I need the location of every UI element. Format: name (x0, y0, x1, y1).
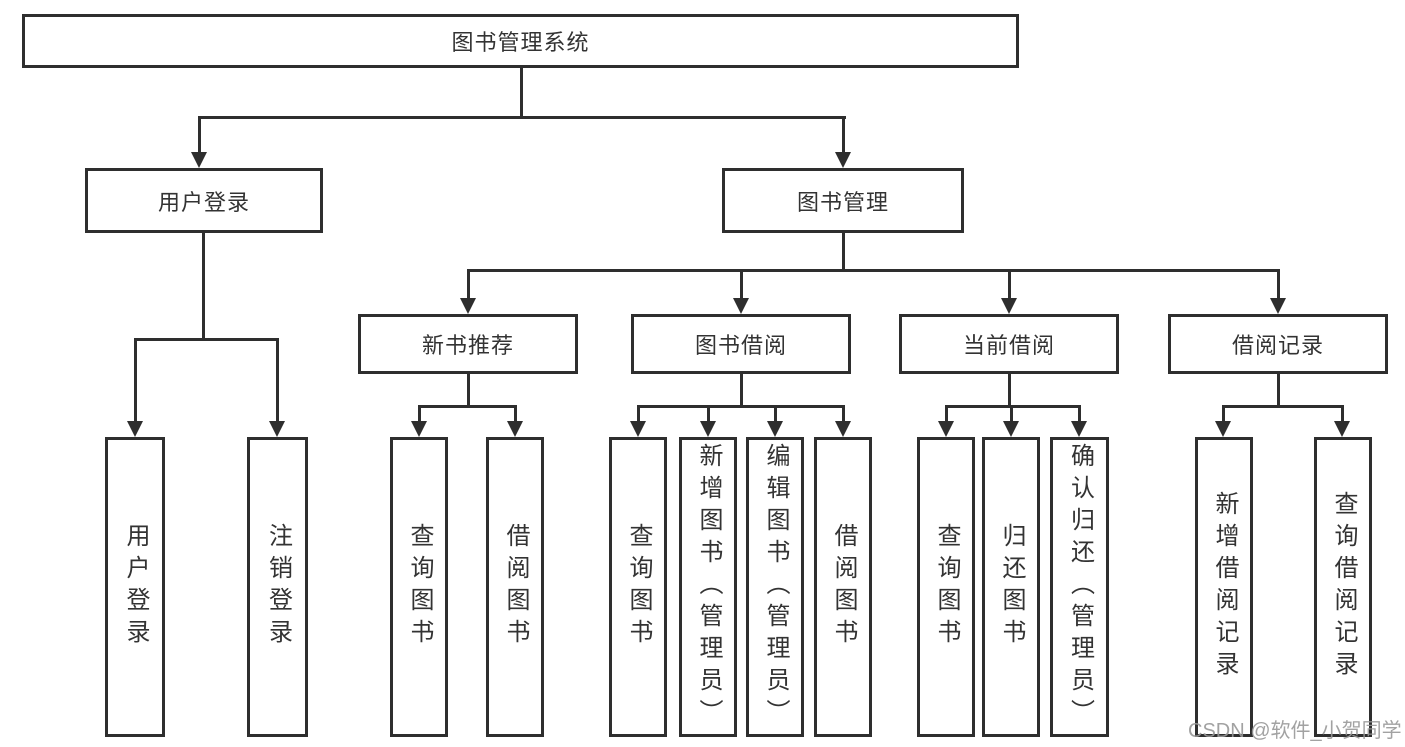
leaf-borrow-add-books-admin-label: 新增图书（管理员） (695, 443, 722, 731)
leaf-records-query-record-label: 查询借阅记录 (1330, 491, 1357, 683)
arrow-down-icon (1215, 421, 1231, 437)
connector-leaf-drop (842, 405, 845, 423)
leaf-records-add-record-label: 新增借阅记录 (1211, 491, 1238, 683)
arrow-down-icon (191, 152, 207, 168)
leaf-borrow-add-books-admin: 新增图书（管理员） (679, 437, 737, 737)
connector-root-stem (520, 68, 523, 116)
connector-leaf-drop (945, 405, 948, 423)
arrow-down-icon (700, 421, 716, 437)
leaf-borrow-query-books: 查询图书 (609, 437, 667, 737)
arrow-down-icon (1334, 421, 1350, 437)
leaf-borrow-borrow-books-label: 借阅图书 (830, 523, 857, 651)
connector-records-stem (1277, 374, 1280, 407)
arrow-down-icon (411, 421, 427, 437)
connector-l3-drop-3 (1008, 269, 1011, 300)
connector-fork-records (1222, 405, 1344, 408)
connector-fork-level2 (198, 116, 846, 119)
csdn-watermark: CSDN @软件_小贺同学 (1188, 720, 1402, 742)
leaf-user-login-label: 用户登录 (122, 523, 149, 651)
connector-login-leaf2-drop (276, 338, 279, 422)
arrow-down-icon (1001, 298, 1017, 314)
arrow-down-icon (938, 421, 954, 437)
connector-leaf-drop (707, 405, 710, 423)
arrow-down-icon (630, 421, 646, 437)
leaf-current-confirm-return-admin-label: 确认归还（管理员） (1066, 443, 1094, 731)
arrow-down-icon (1270, 298, 1286, 314)
node-root-label: 图书管理系统 (451, 30, 590, 55)
leaf-user-login: 用户登录 (105, 437, 165, 737)
node-new-book-recommend-label: 新书推荐 (421, 333, 514, 358)
leaf-recommend-query-books: 查询图书 (390, 437, 448, 737)
connector-mgmt-stem (842, 233, 845, 272)
arrow-down-icon (1071, 421, 1087, 437)
leaf-current-confirm-return-admin: 确认归还（管理员） (1050, 437, 1109, 737)
connector-leaf-drop (1010, 405, 1013, 423)
connector-fork-level3 (467, 269, 1280, 272)
arrow-down-icon (507, 421, 523, 437)
node-user-login-label: 用户登录 (157, 189, 250, 215)
connector-fork-borrow (637, 405, 845, 408)
leaf-borrow-edit-books-admin-label: 编辑图书（管理员） (762, 443, 789, 731)
connector-leaf-drop (1341, 405, 1344, 423)
node-new-book-recommend: 新书推荐 (358, 314, 578, 374)
leaf-logout-label: 注销登录 (264, 523, 292, 651)
leaf-recommend-borrow-books: 借阅图书 (486, 437, 544, 737)
node-borrow-records-label: 借阅记录 (1231, 333, 1324, 358)
node-current-borrow: 当前借阅 (899, 314, 1119, 374)
arrow-down-icon (269, 421, 285, 437)
node-book-borrow-label: 图书借阅 (694, 333, 787, 358)
node-book-borrow: 图书借阅 (631, 314, 851, 374)
connector-login-stem (202, 233, 205, 338)
leaf-borrow-borrow-books: 借阅图书 (814, 437, 872, 737)
node-borrow-records: 借阅记录 (1168, 314, 1388, 374)
connector-leaf-drop (418, 405, 421, 423)
connector-leaf-drop (514, 405, 517, 423)
connector-current-stem (1008, 374, 1011, 407)
connector-leaf-drop (1078, 405, 1081, 423)
leaf-current-query-books-label: 查询图书 (933, 523, 960, 651)
leaf-recommend-query-books-label: 查询图书 (406, 523, 433, 651)
leaf-borrow-query-books-label: 查询图书 (625, 523, 652, 651)
connector-mgmt-drop (842, 116, 845, 156)
arrow-down-icon (127, 421, 143, 437)
arrow-down-icon (835, 152, 851, 168)
leaf-records-query-record: 查询借阅记录 (1314, 437, 1372, 737)
leaf-logout: 注销登录 (247, 437, 308, 737)
leaf-current-return-books-label: 归还图书 (998, 523, 1025, 651)
arrow-down-icon (733, 298, 749, 314)
node-user-login: 用户登录 (85, 168, 323, 233)
connector-fork-login (134, 338, 279, 341)
leaf-current-query-books: 查询图书 (917, 437, 975, 737)
connector-l3-drop-2 (740, 269, 743, 300)
node-current-borrow-label: 当前借阅 (962, 333, 1055, 358)
connector-fork-current (945, 405, 1081, 408)
connector-fork-recommend (418, 405, 517, 408)
leaf-recommend-borrow-books-label: 借阅图书 (502, 523, 529, 651)
node-book-management-label: 图书管理 (796, 189, 889, 215)
arrow-down-icon (767, 421, 783, 437)
connector-l3-drop-1 (467, 269, 470, 300)
leaf-borrow-edit-books-admin: 编辑图书（管理员） (746, 437, 804, 737)
leaf-current-return-books: 归还图书 (982, 437, 1040, 737)
node-book-management: 图书管理 (722, 168, 964, 233)
connector-login-leaf1-drop (134, 338, 137, 422)
arrow-down-icon (460, 298, 476, 314)
leaf-records-add-record: 新增借阅记录 (1195, 437, 1253, 737)
connector-leaf-drop (637, 405, 640, 423)
node-root: 图书管理系统 (22, 14, 1019, 68)
arrow-down-icon (835, 421, 851, 437)
connector-recommend-stem (467, 374, 470, 407)
connector-borrow-stem (740, 374, 743, 407)
arrow-down-icon (1003, 421, 1019, 437)
connector-login-drop (198, 116, 201, 156)
connector-l3-drop-4 (1277, 269, 1280, 300)
connector-leaf-drop (1222, 405, 1225, 423)
connector-leaf-drop (774, 405, 777, 423)
